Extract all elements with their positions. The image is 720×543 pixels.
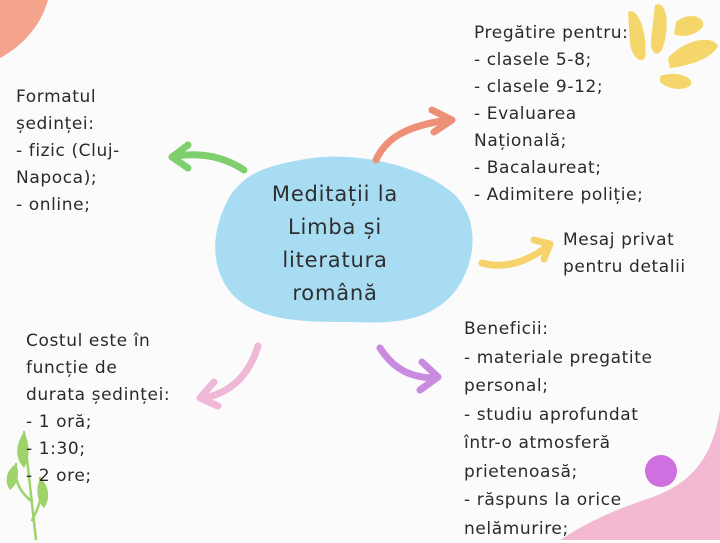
format-line: - fizic (Cluj-	[16, 138, 120, 165]
benefits-line: - studiu aprofundat	[464, 401, 653, 430]
benefits-line: prietenoasă;	[464, 458, 653, 487]
benefits-line: - materiale pregatite	[464, 344, 653, 373]
message-line: pentru detalii	[563, 254, 686, 281]
arrow-to-cost	[204, 346, 258, 398]
preparation-line: - clasele 5-8;	[474, 47, 643, 74]
benefits-line: - răspuns la orice	[464, 486, 653, 515]
cost-line: durata ședinței:	[26, 382, 170, 409]
cost-line: - 2 ore;	[26, 463, 170, 490]
format-branch: Formatul ședinței: - fizic (Cluj- Napoca…	[16, 84, 120, 219]
format-line: Napoca);	[16, 165, 120, 192]
benefits-line: Beneficii:	[464, 315, 653, 344]
message-branch: Mesaj privat pentru detalii	[563, 227, 686, 281]
central-topic: Meditații la Limba și literatura română	[232, 178, 438, 310]
preparation-branch: Pregătire pentru: - clasele 5-8; - clase…	[474, 20, 643, 209]
benefits-line: nelămurire;	[464, 515, 653, 543]
benefits-line: într-o atmosferă	[464, 429, 653, 458]
cost-line: - 1 oră;	[26, 409, 170, 436]
benefits-branch: Beneficii: - materiale pregatite persona…	[464, 315, 653, 543]
arrow-to-message	[482, 246, 548, 265]
central-topic-line: literatura	[232, 244, 438, 277]
cost-line: funcție de	[26, 355, 170, 382]
central-topic-line: română	[232, 277, 438, 310]
preparation-line: Pregătire pentru:	[474, 20, 643, 47]
format-line: ședinței:	[16, 111, 120, 138]
preparation-line: - clasele 9-12;	[474, 74, 643, 101]
cost-branch: Costul este în funcție de durata ședințe…	[26, 328, 170, 490]
preparation-line: - Adimitere poliție;	[474, 182, 643, 209]
benefits-line: personal;	[464, 372, 653, 401]
central-topic-line: Meditații la	[232, 178, 438, 211]
preparation-line: Națională;	[474, 128, 643, 155]
cost-line: - 1:30;	[26, 436, 170, 463]
preparation-line: - Evaluarea	[474, 101, 643, 128]
cost-line: Costul este în	[26, 328, 170, 355]
format-line: - online;	[16, 192, 120, 219]
message-line: Mesaj privat	[563, 227, 686, 254]
central-topic-line: Limba și	[232, 211, 438, 244]
preparation-line: - Bacalaureat;	[474, 155, 643, 182]
corner-shape-salmon	[0, 0, 48, 58]
format-line: Formatul	[16, 84, 120, 111]
